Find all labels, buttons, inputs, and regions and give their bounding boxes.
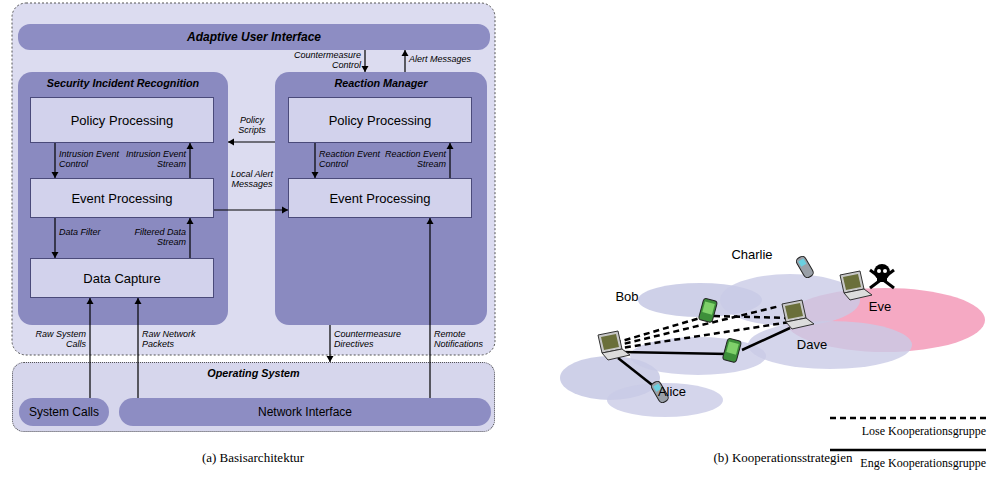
connector-arrow (228, 139, 275, 146)
legend-text: Enge Kooperationsgruppe (860, 456, 986, 471)
edge-label: Intrusion Event Stream (125, 150, 186, 170)
connector-arrow (87, 298, 94, 398)
system-band: Operating SystemSystem Calls Network Inte… (12, 362, 495, 432)
device-name: Charlie (731, 247, 772, 262)
process-box: Event Processing (30, 178, 214, 218)
box-label: Policy Processing (71, 113, 174, 128)
connector-arrow (447, 143, 454, 178)
connector-arrow (427, 218, 434, 398)
process-box: Policy Processing (288, 97, 472, 143)
heading: Reaction Manager (275, 77, 487, 89)
edge-label: Raw System Calls (20, 330, 86, 350)
edge-label: Countermeasure Directives (334, 330, 409, 350)
process-box: Event Processing (288, 178, 472, 218)
connector-arrow (187, 218, 194, 258)
box-label: Policy Processing (329, 113, 432, 128)
edge-label: Filtered Data Stream (125, 228, 186, 248)
component-panel: Reaction ManagerPolicy ProcessingEvent P… (275, 72, 487, 325)
connector-arrow (135, 298, 142, 398)
connector-arrow (402, 50, 409, 72)
box-label: Data Capture (83, 271, 160, 286)
outer-frame (12, 3, 495, 355)
device-name: Bob (615, 289, 638, 304)
legend-swatch (830, 449, 986, 452)
connector-arrow (327, 325, 334, 362)
heading: Adaptive User Interface (187, 30, 321, 44)
connector-arrow (52, 218, 59, 258)
caption: (b) Kooperationsstrategien (714, 450, 853, 466)
connector-arrow (214, 207, 288, 214)
connector-arrow (52, 143, 59, 178)
edge-label: Intrusion Event Control (59, 150, 123, 170)
device-name: Eve (869, 299, 891, 314)
box-label: Event Processing (329, 191, 430, 206)
connector-arrow (187, 143, 194, 178)
edge-label: Raw Network Packets (142, 330, 202, 350)
heading: Operating System (13, 367, 494, 379)
interface-bar: Adaptive User Interface (18, 24, 490, 50)
skull-symbol (870, 264, 894, 288)
edge-label: Reaction Event Control (319, 150, 383, 170)
edge-label: Reaction Event Stream (383, 150, 446, 170)
network-scene (560, 255, 985, 417)
edge-label: Data Filter (59, 228, 119, 238)
edge-label: Alert Messages (409, 55, 479, 65)
system-pill: System Calls (19, 398, 109, 426)
box-label: Event Processing (71, 191, 172, 206)
box-label: Network Interface (258, 405, 352, 419)
edge-label: Remote Notifications (434, 330, 494, 350)
process-box: Policy Processing (30, 97, 214, 143)
component-panel: Security Incident RecognitionPolicy Proc… (18, 72, 228, 325)
heading: Security Incident Recognition (18, 77, 228, 89)
process-box: Data Capture (30, 258, 214, 298)
edge-label: Local Alert Messages (229, 170, 275, 190)
device-name: Alice (658, 384, 686, 399)
edge-label: Countermeasure Control (288, 51, 361, 71)
edge-label: Policy Scripts (230, 116, 274, 136)
device-name: Dave (797, 337, 827, 352)
caption: (a) Basisarchitektur (202, 450, 304, 466)
legend-text: Lose Kooperationsgruppe (862, 424, 986, 439)
connector-arrow (362, 50, 369, 72)
legend-swatch (830, 417, 986, 420)
system-pill: Network Interface (119, 398, 491, 426)
connector-arrow (312, 143, 319, 178)
legend-lines (830, 418, 986, 450)
box-label: System Calls (29, 405, 99, 419)
